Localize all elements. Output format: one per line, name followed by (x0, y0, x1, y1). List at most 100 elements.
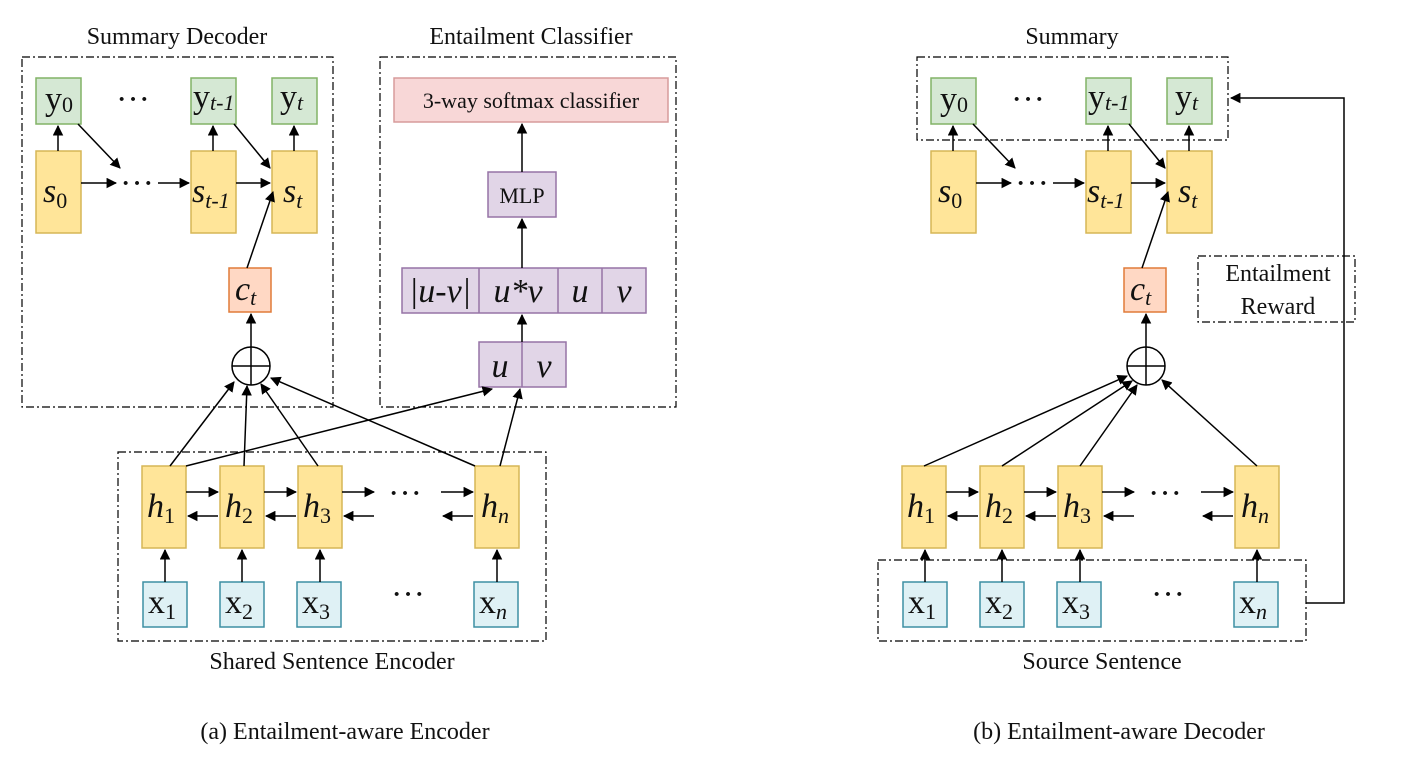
caption-a: (a) Entailment-aware Encoder (200, 719, 489, 745)
mlp-box: MLP (487, 171, 557, 218)
svg-text:xn: xn (479, 584, 507, 624)
shared-encoder-title: Shared Sentence Encoder (209, 649, 454, 675)
b-h-ellipsis: ··· (1148, 475, 1182, 512)
svg-text:st: st (283, 173, 303, 213)
feature-row: |u-v| u*v u v (401, 267, 647, 314)
b-x2-node: x2 (979, 581, 1025, 628)
source-sentence-frame (877, 559, 1307, 642)
encoder-arrows (159, 376, 523, 582)
svg-text:h1: h1 (147, 488, 175, 528)
svg-text:h2: h2 (985, 488, 1013, 528)
s-ellipsis: ··· (120, 165, 154, 202)
entailment-reward-line1: Entailment (1225, 261, 1331, 287)
svg-text:x2: x2 (225, 584, 253, 624)
h3-node: h3 (297, 465, 343, 549)
svg-text:x1: x1 (148, 584, 176, 624)
svg-text:y0: y0 (940, 81, 968, 118)
caption-b: (b) Entailment-aware Decoder (973, 719, 1265, 745)
b-x1-node: x1 (902, 581, 948, 628)
y0-node: y0 (35, 77, 82, 125)
svg-text:s0: s0 (938, 173, 962, 213)
y-ellipsis: ··· (116, 81, 150, 118)
h2-node: h2 (219, 465, 265, 549)
uv-pair: u v (478, 341, 567, 388)
x1-node: x1 (142, 581, 188, 628)
b-h2-node: h2 (979, 465, 1025, 549)
b-h3-node: h3 (1057, 465, 1103, 549)
panel-a: Summary Decoder Entailment Classifier Sh… (21, 24, 677, 745)
b-y0-node: y0 (930, 77, 977, 125)
ct-node: ct (228, 267, 272, 313)
svg-text:yt: yt (1175, 79, 1199, 116)
b-s-ellipsis: ··· (1015, 165, 1049, 202)
decoder-arrows (52, 123, 300, 347)
st1-node: st-1 (190, 150, 237, 234)
svg-text:x3: x3 (1062, 584, 1090, 624)
feature-u: u (572, 273, 589, 310)
b-s0-node: s0 (930, 150, 977, 234)
b-yt1-node: yt-1 (1085, 77, 1132, 125)
hn-node: hn (474, 465, 520, 549)
b-x3-node: x3 (1056, 581, 1102, 628)
sum-circle (231, 346, 271, 386)
h-ellipsis: ··· (388, 475, 422, 512)
svg-text:s0: s0 (43, 173, 67, 213)
svg-text:h3: h3 (1063, 488, 1091, 528)
svg-text:v: v (536, 348, 552, 385)
softmax-box: 3-way softmax classifier (393, 77, 669, 123)
b-st1-node: st-1 (1085, 150, 1132, 234)
b-y-ellipsis: ··· (1011, 81, 1045, 118)
svg-text:st-1: st-1 (192, 173, 230, 213)
summary-decoder-title: Summary Decoder (87, 24, 268, 50)
svg-text:st-1: st-1 (1087, 173, 1125, 213)
entailment-classifier-title: Entailment Classifier (429, 24, 632, 50)
svg-text:y0: y0 (45, 81, 73, 118)
svg-text:st: st (1178, 173, 1198, 213)
svg-text:ct: ct (235, 271, 257, 310)
summary-decoder-frame (21, 56, 334, 408)
h1-node: h1 (141, 465, 187, 549)
svg-text:yt-1: yt-1 (193, 79, 234, 116)
yt1-node: yt-1 (190, 77, 237, 125)
b-encoder-arrows (919, 375, 1263, 582)
svg-text:x2: x2 (985, 584, 1013, 624)
b-ct-node: ct (1123, 267, 1167, 313)
shared-encoder-frame (117, 451, 547, 642)
source-sentence-title: Source Sentence (1022, 649, 1181, 675)
xn-node: xn (473, 581, 519, 628)
b-xn-node: xn (1233, 581, 1279, 628)
summary-frame (916, 56, 1229, 141)
reward-feedback-arrow (1229, 92, 1345, 604)
entailment-reward-frame (1197, 255, 1356, 323)
svg-text:yt-1: yt-1 (1088, 79, 1129, 116)
svg-text:yt: yt (280, 79, 304, 116)
panel-b: Summary Source Sentence Entailment Rewar… (877, 24, 1356, 745)
svg-text:x1: x1 (908, 584, 936, 624)
feature-product: u*v (493, 273, 543, 310)
x-ellipsis: ··· (391, 576, 425, 613)
b-x-ellipsis: ··· (1151, 576, 1185, 613)
summary-title: Summary (1025, 24, 1118, 50)
s0-node: s0 (35, 150, 82, 234)
b-st-node: st (1166, 150, 1213, 234)
feature-absdiff: |u-v| (409, 273, 471, 310)
yt-node: yt (271, 77, 318, 125)
svg-text:hn: hn (481, 488, 509, 528)
svg-text:xn: xn (1239, 584, 1267, 624)
b-yt-node: yt (1166, 77, 1213, 125)
svg-text:hn: hn (1241, 488, 1269, 528)
svg-text:ct: ct (1130, 271, 1152, 310)
b-h1-node: h1 (901, 465, 947, 549)
svg-text:u: u (492, 348, 509, 385)
b-hn-node: hn (1234, 465, 1280, 549)
feature-v: v (616, 273, 632, 310)
svg-text:h2: h2 (225, 488, 253, 528)
b-decoder-arrows (947, 123, 1195, 347)
x2-node: x2 (219, 581, 265, 628)
svg-text:MLP: MLP (499, 183, 544, 208)
st-node: st (271, 150, 318, 234)
svg-text:h1: h1 (907, 488, 935, 528)
svg-text:h3: h3 (303, 488, 331, 528)
b-sum-circle (1126, 346, 1166, 386)
